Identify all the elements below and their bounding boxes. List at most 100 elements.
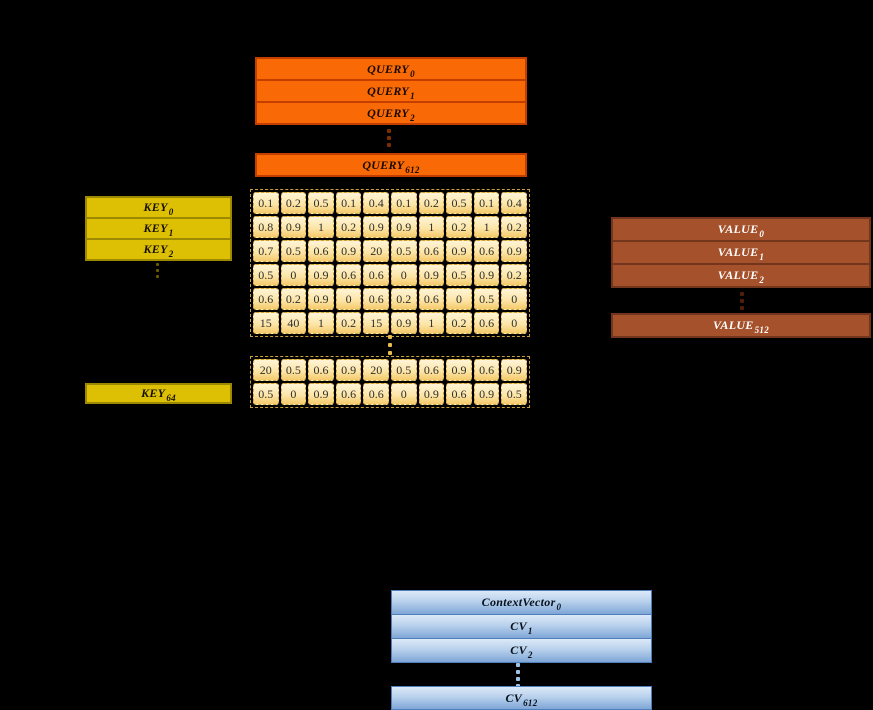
value-row-label: VALUE1	[717, 245, 765, 263]
matrix-cell: 15	[363, 312, 389, 334]
matrix-ellipsis-dots	[388, 335, 392, 359]
query-row-label: QUERY2	[367, 105, 415, 123]
query-row: QUERY1	[255, 79, 527, 103]
context-vector-row: CV612	[391, 686, 652, 710]
value-row-label: VALUE512	[712, 318, 770, 336]
key-row: KEY0	[85, 196, 232, 219]
value-row: VALUE1	[611, 240, 871, 265]
matrix-cell: 0.9	[308, 383, 334, 405]
query-row: QUERY612	[255, 153, 527, 177]
key-row: KEY1	[85, 217, 232, 240]
matrix-cell: 20	[363, 359, 389, 381]
matrix-cell: 0.9	[391, 312, 417, 334]
matrix-cell: 0.2	[446, 312, 472, 334]
matrix-cell: 0.9	[363, 216, 389, 238]
matrix-cell: 0.9	[335, 359, 362, 381]
matrix-cell: 0.9	[308, 288, 334, 310]
matrix-cell: 0.4	[501, 192, 527, 214]
matrix-cell: 20	[363, 240, 389, 262]
matrix-cell: 0.6	[308, 359, 334, 381]
matrix-cell: 0.2	[418, 192, 445, 214]
matrix-cell: 0.6	[418, 359, 445, 381]
matrix-cell: 0.5	[253, 264, 279, 286]
matrix-cell: 0.5	[391, 359, 417, 381]
matrix-cell: 0	[391, 264, 417, 286]
value-last-row: VALUE512	[611, 313, 871, 338]
matrix-cell: 0.5	[473, 288, 500, 310]
key-row-label: KEY2	[143, 242, 174, 260]
matrix-cell: 0.8	[253, 216, 279, 238]
key-row: KEY64	[85, 383, 232, 404]
matrix-cell: 0.5	[253, 383, 279, 405]
context-vector-row-label: CV612	[505, 690, 538, 708]
value-row: VALUE0	[611, 217, 871, 242]
matrix-cell: 0.2	[501, 264, 527, 286]
matrix-cell: 1	[308, 312, 334, 334]
matrix-cell: 0.1	[473, 192, 500, 214]
query-row-label: QUERY0	[367, 61, 415, 79]
value-row-label: VALUE2	[717, 268, 765, 286]
matrix-cell: 0.2	[391, 288, 417, 310]
matrix-cell: 0.2	[335, 216, 362, 238]
key-last-row: KEY64	[85, 383, 232, 404]
matrix-cell: 0	[391, 383, 417, 405]
matrix-cell: 0	[335, 288, 362, 310]
matrix-cell: 0.2	[280, 288, 307, 310]
matrix-cell: 0.6	[363, 264, 389, 286]
matrix-cell: 0.4	[363, 192, 389, 214]
query-row-label: QUERY612	[362, 157, 420, 175]
matrix-cell: 0.6	[335, 383, 362, 405]
value-ellipsis-dots	[740, 292, 744, 313]
matrix-cell: 0.9	[391, 216, 417, 238]
matrix-cell: 0.6	[473, 359, 500, 381]
matrix-cell: 1	[308, 216, 334, 238]
matrix-cell: 0.2	[446, 216, 472, 238]
matrix-cell: 0.1	[335, 192, 362, 214]
query-last-row: QUERY612	[255, 153, 527, 177]
matrix-cell: 15	[253, 312, 279, 334]
matrix-cell: 0.6	[335, 264, 362, 286]
value-row: VALUE2	[611, 263, 871, 288]
matrix-cell: 0.9	[501, 240, 527, 262]
matrix-cell: 0.6	[473, 240, 500, 262]
context-vector-row: CV2	[391, 638, 652, 663]
matrix-cell: 1	[418, 312, 445, 334]
matrix-cell: 0.6	[446, 383, 472, 405]
key-row: KEY2	[85, 238, 232, 261]
context-vector-row: CV1	[391, 614, 652, 639]
matrix-cell: 0	[501, 312, 527, 334]
key-row-label: KEY0	[143, 200, 174, 218]
matrix-cell: 0	[280, 264, 307, 286]
matrix-cell: 0.5	[308, 192, 334, 214]
matrix-cell: 0.9	[501, 359, 527, 381]
matrix-cell: 0.6	[253, 288, 279, 310]
matrix-cell: 1	[473, 216, 500, 238]
context-vector-row-label: ContextVector0	[481, 595, 562, 613]
key-ellipsis-dots	[156, 263, 159, 281]
matrix-cell: 0.6	[363, 288, 389, 310]
matrix-cell: 0.5	[280, 240, 307, 262]
matrix-cell: 0.1	[391, 192, 417, 214]
key-row-label: KEY1	[143, 221, 174, 239]
value-row-label: VALUE0	[717, 222, 765, 240]
matrix-cell: 0.7	[253, 240, 279, 262]
matrix-cell: 0.2	[280, 192, 307, 214]
matrix-cell: 0	[280, 383, 307, 405]
matrix-cell: 0.6	[418, 240, 445, 262]
matrix-cell: 40	[280, 312, 307, 334]
matrix-cell: 0.9	[473, 264, 500, 286]
matrix-cell: 0.5	[446, 192, 472, 214]
matrix-cell: 0.9	[418, 264, 445, 286]
query-row: QUERY2	[255, 101, 527, 125]
matrix-cell: 0	[501, 288, 527, 310]
matrix-cell: 0.9	[446, 359, 472, 381]
query-ellipsis-dots	[387, 129, 391, 150]
query-row-label: QUERY1	[367, 83, 415, 101]
matrix-cell: 0.9	[418, 383, 445, 405]
matrix-cell: 0.6	[308, 240, 334, 262]
matrix-cell: 0.9	[280, 216, 307, 238]
